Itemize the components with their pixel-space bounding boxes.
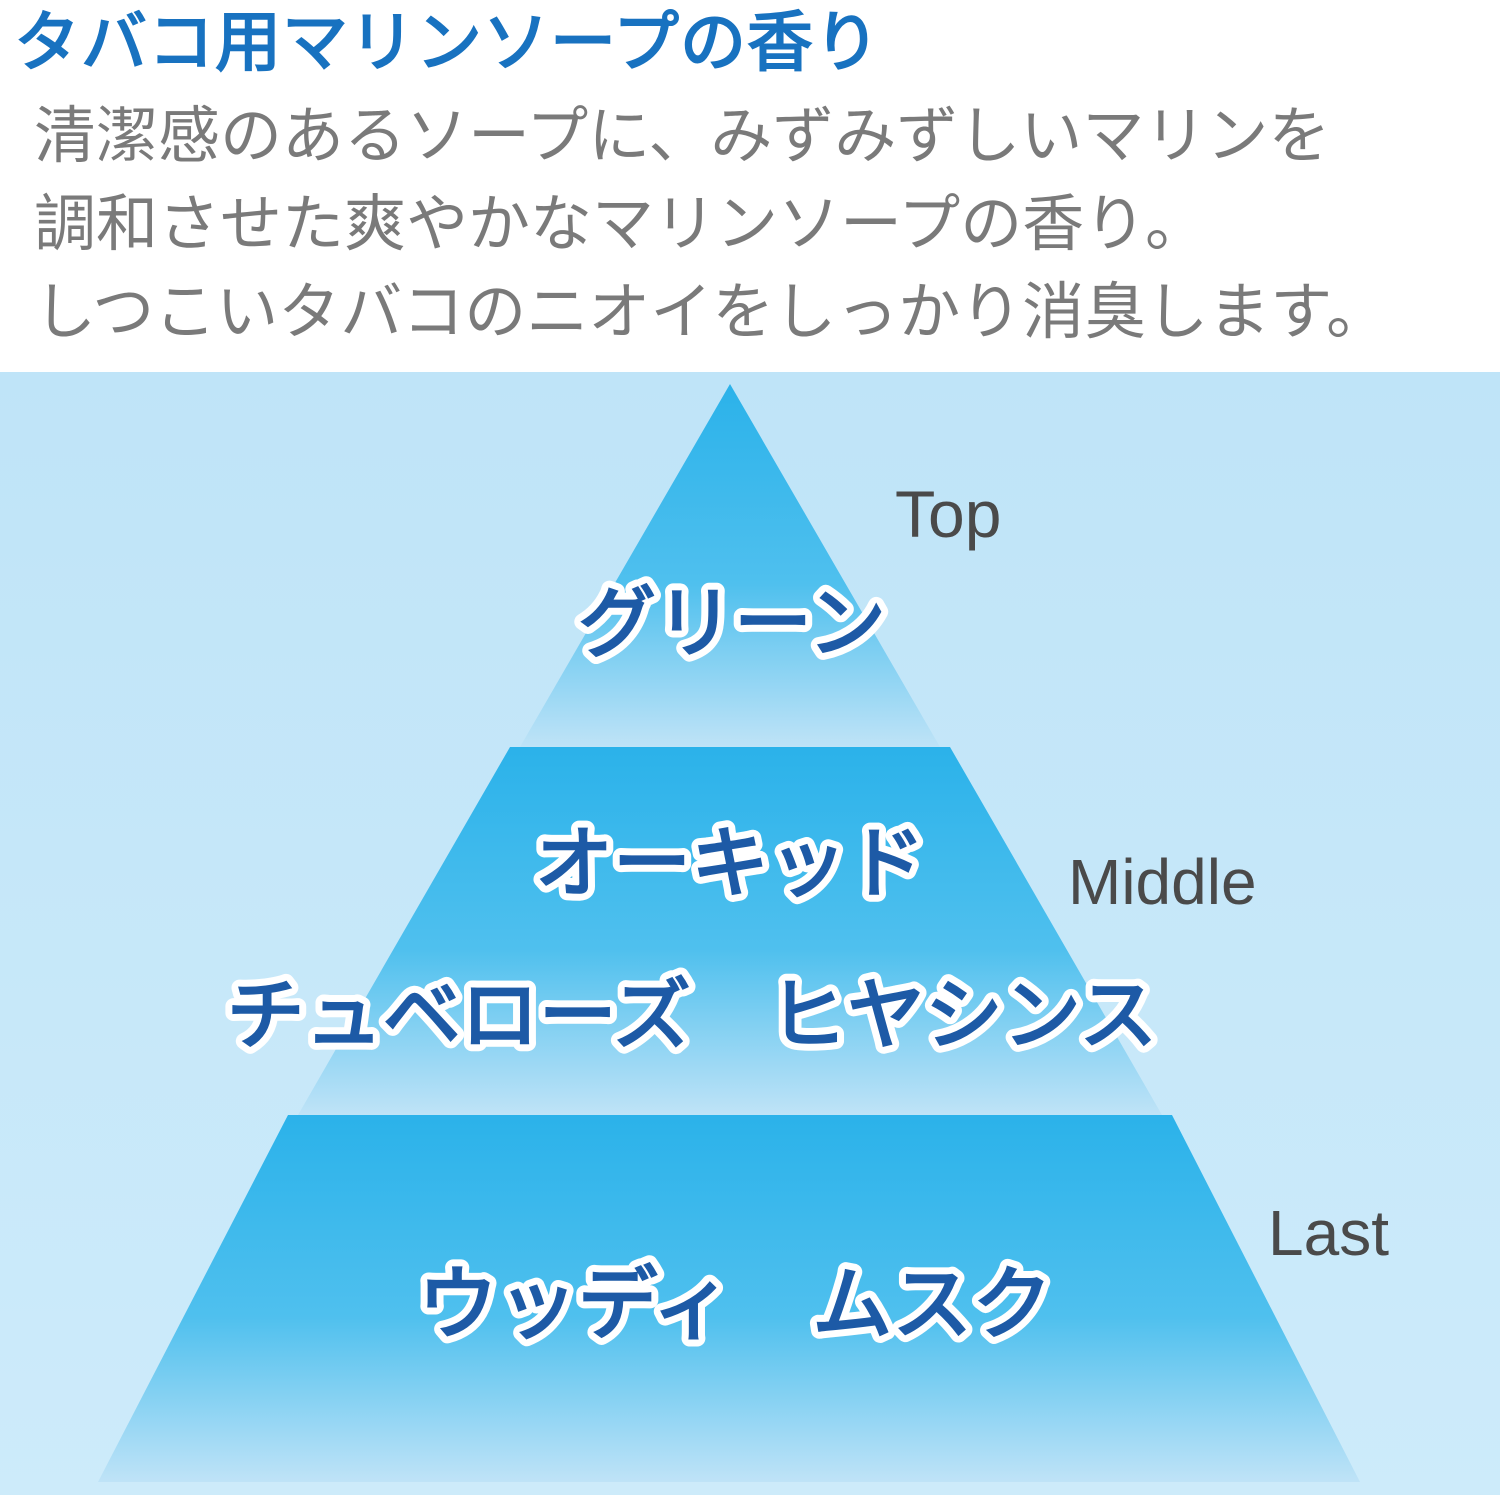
description: 清潔感のあるソープに、みずみずしいマリンを 調和させた爽やかなマリンソープの香り… [34, 92, 1388, 356]
level-label-middle: Middle [1068, 846, 1257, 918]
pyramid-tier-top [520, 384, 940, 747]
pyramid-svg: Top Middle Last グリーン オーキッド チュベローズ ヒヤシンス … [0, 372, 1500, 1495]
note-green: グリーン [578, 579, 886, 669]
note-woody-musk: ウッディ ムスク [418, 1258, 1052, 1351]
level-label-last: Last [1268, 1197, 1389, 1269]
note-tuberose-hyacinth: チュベローズ ヒヤシンス [227, 971, 1158, 1061]
description-line-3: しつこいタバコのニオイをしっかり消臭します。 [34, 275, 1389, 348]
level-label-top: Top [895, 477, 1001, 551]
description-line-1: 清潔感のあるソープに、みずみずしいマリンを [34, 99, 1331, 172]
page-title: タバコ用マリンソープの香り [14, 4, 882, 81]
fragrance-pyramid-diagram: Top Middle Last グリーン オーキッド チュベローズ ヒヤシンス … [0, 372, 1500, 1495]
description-line-2: 調和させた爽やかなマリンソープの香り。 [34, 187, 1208, 260]
note-orchid: オーキッド [535, 819, 925, 909]
header: タバコ用マリンソープの香り 清潔感のあるソープに、みずみずしいマリンを 調和させ… [0, 0, 1500, 372]
pyramid-tier-last [98, 1115, 1360, 1482]
pyramid-tier-middle [298, 747, 1162, 1115]
